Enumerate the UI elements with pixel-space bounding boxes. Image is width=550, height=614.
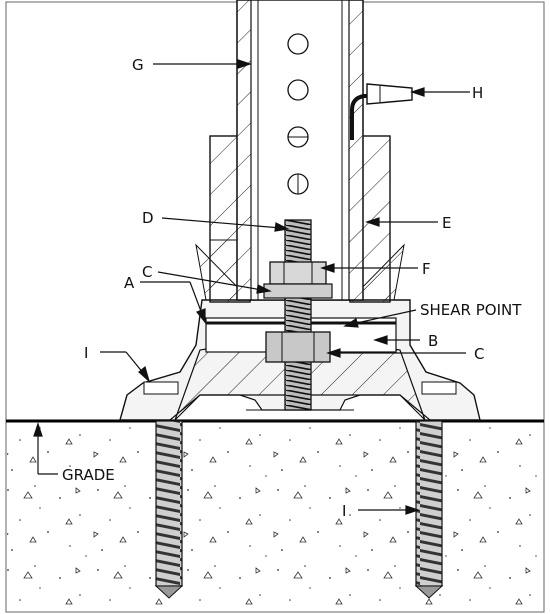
label-c-upper: C [142,263,152,281]
label-a: A [124,274,135,292]
anchor-screw-left [154,420,184,599]
label-d: D [142,209,154,227]
label-f: F [422,260,431,278]
label-h: H [472,84,483,102]
label-c-lower: C [474,345,484,363]
label-grade: GRADE [62,466,115,484]
post-hole [287,33,309,55]
leader-lines [33,59,470,515]
label-shear-point: SHEAR POINT [420,301,522,319]
label-g: G [132,56,144,74]
label-i-right: I [342,502,346,520]
label-b: B [428,332,438,350]
concrete-foundation [7,421,543,611]
label-i-left: I [84,344,88,362]
attachment-hook [350,83,413,140]
post-hole [287,79,309,101]
threaded-rod [284,219,312,411]
lower-nut [265,331,331,363]
anchor-screw-right [414,420,444,599]
label-e: E [442,214,451,232]
upper-washer [263,283,333,299]
upper-nut [269,261,327,285]
